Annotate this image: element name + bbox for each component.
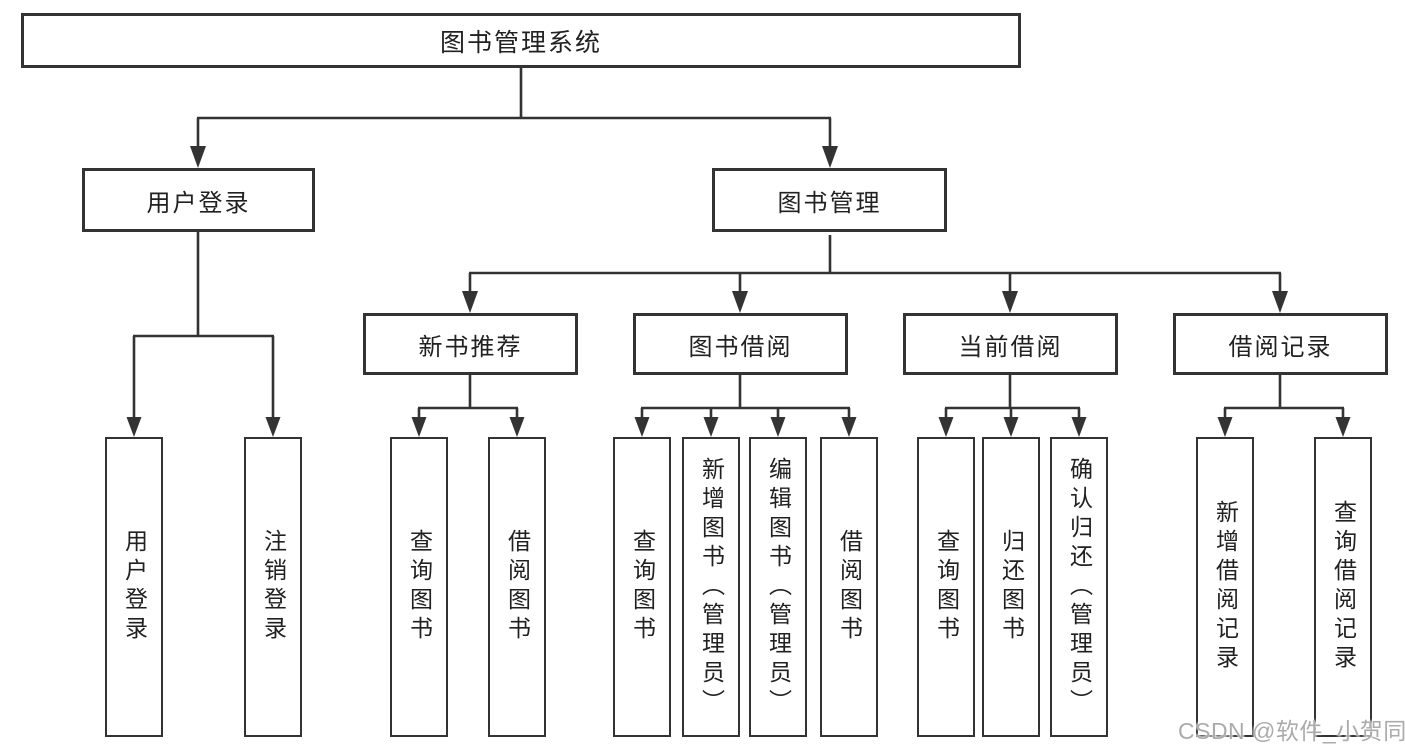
node-label: 查询图书 (933, 529, 960, 645)
connector-current-borrow-children (944, 375, 1081, 420)
arrowheads (126, 146, 1351, 437)
node-label: 新书推荐 (418, 333, 523, 361)
connector-user-login-children (132, 232, 275, 420)
node-new-book-recommendation: 新书推荐 (363, 313, 578, 375)
node-user-login: 用户登录 (82, 168, 315, 232)
node-library-management-system: 图书管理系统 (21, 13, 1021, 68)
node-current-borrowing: 当前借阅 (903, 313, 1118, 375)
node-return-books: 归还图书 (982, 437, 1040, 737)
node-label: 查询图书 (406, 529, 433, 645)
node-book-borrowing: 图书借阅 (633, 313, 848, 375)
node-query-books-current: 查询图书 (917, 437, 975, 737)
node-borrow-books-recommend: 借阅图书 (488, 437, 546, 737)
node-logout: 注销登录 (244, 437, 302, 737)
node-label: 图书管理 (777, 189, 882, 217)
node-label: 图书借阅 (688, 333, 793, 361)
connector-new-book-children (417, 375, 519, 420)
node-label: 用户登录 (146, 189, 251, 217)
node-add-borrow-record: 新增借阅记录 (1196, 437, 1254, 737)
node-add-books-admin: 新增图书（管理员） (682, 437, 740, 737)
connector-book-borrow-children (640, 375, 851, 420)
node-label: 新增图书（管理员） (698, 456, 725, 718)
csdn-watermark: CSDN @软件_小贺同学 (1178, 718, 1405, 744)
node-label: 借阅记录 (1228, 333, 1333, 361)
node-label: 新增借阅记录 (1212, 500, 1239, 674)
node-query-borrow-record: 查询借阅记录 (1314, 437, 1372, 737)
node-label: 用户登录 (121, 529, 148, 645)
node-book-management: 图书管理 (712, 168, 947, 232)
node-query-books-recommend: 查询图书 (390, 437, 448, 737)
node-label: 注销登录 (260, 529, 287, 645)
node-edit-books-admin: 编辑图书（管理员） (749, 437, 807, 737)
node-confirm-return-admin: 确认归还（管理员） (1050, 437, 1108, 737)
node-label: 查询图书 (629, 529, 656, 645)
connector-root-to-level2 (196, 68, 832, 150)
node-label: 确认归还（管理员） (1066, 456, 1093, 718)
node-label: 归还图书 (998, 529, 1025, 645)
node-query-books-borrow: 查询图书 (613, 437, 671, 737)
node-label: 查询借阅记录 (1330, 500, 1357, 674)
node-borrowing-records: 借阅记录 (1173, 313, 1388, 375)
node-label: 图书管理系统 (439, 28, 602, 57)
node-label: 编辑图书（管理员） (765, 456, 792, 718)
node-label: 借阅图书 (836, 529, 863, 645)
node-label: 当前借阅 (958, 333, 1063, 361)
connector-borrow-record-children (1223, 375, 1345, 420)
node-label: 借阅图书 (504, 529, 531, 645)
node-user-login-leaf: 用户登录 (105, 437, 163, 737)
node-borrow-books-leaf: 借阅图书 (820, 437, 878, 737)
connector-book-management-children (468, 235, 1282, 294)
